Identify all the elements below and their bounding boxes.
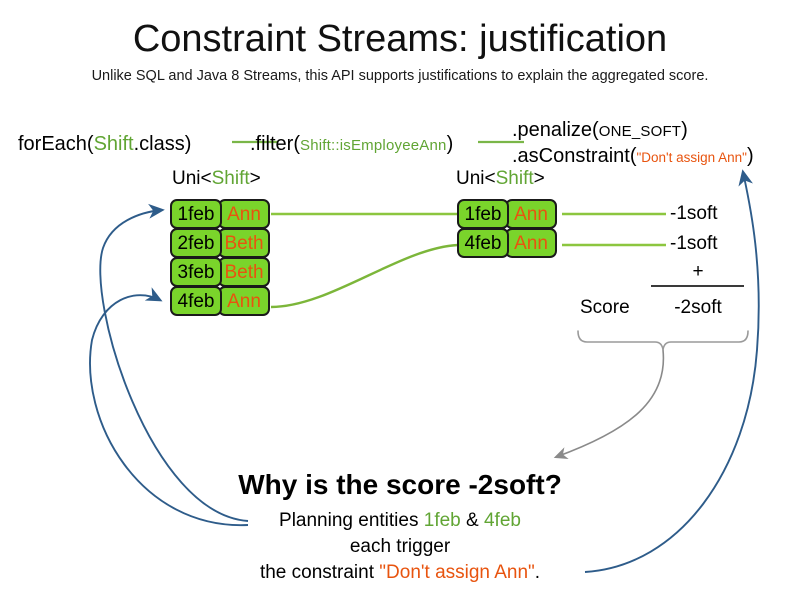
tuple-date: 4feb [170, 286, 222, 316]
explanation-constraint-name: "Don't assign Ann" [379, 562, 535, 583]
page-title: Constraint Streams: justification [132, 18, 668, 60]
table-row: 1feb Ann [170, 199, 270, 229]
table-row: 1feb Ann [457, 199, 557, 229]
filter-arg: Shift::isEmployeeAnn [300, 137, 447, 154]
tuple-date: 3feb [170, 257, 222, 287]
score-total: -2soft [674, 297, 722, 318]
table-row: 2feb Beth [170, 228, 270, 258]
right-label-type: Shift [495, 168, 534, 189]
explanation-line3-suffix: . [534, 562, 541, 583]
explanation-entity-1feb: 1feb [423, 510, 461, 531]
score-label: Score [580, 297, 630, 318]
foreach-suffix: .class) [133, 133, 192, 155]
asconstraint-call: .asConstraint( [512, 145, 637, 167]
stream-connector-4feb [270, 243, 459, 309]
explanation-line3-prefix: the constraint [259, 562, 380, 583]
asconstraint-suffix: ) [746, 145, 754, 167]
tuple-employee: Beth [218, 228, 270, 258]
foreach-call: forEach( [18, 133, 94, 155]
penalize-arg: ONE_SOFT [598, 123, 682, 140]
left-label-prefix: Uni< [172, 168, 212, 189]
tuple-employee: Ann [505, 199, 557, 229]
tuple-employee: Beth [218, 257, 270, 287]
asconstraint-arg: "Don't assign Ann" [636, 150, 747, 165]
table-row: 4feb Ann [457, 228, 557, 258]
score-brace [577, 330, 749, 351]
explanation-line1-joiner: & [460, 510, 484, 531]
tuple-date: 1feb [457, 199, 509, 229]
pipeline-step-foreach: forEach(Shift.class) [18, 131, 191, 157]
right-stream-tuples: 1feb Ann 4feb Ann [457, 199, 557, 258]
pipeline-step-filter: .filter(Shift::isEmployeeAnn) [250, 131, 453, 159]
left-label-type: Shift [211, 168, 250, 189]
impact-label-1: -1soft [670, 203, 718, 224]
pipeline-step-asconstraint: .asConstraint("Don't assign Ann") [512, 143, 754, 171]
tuple-employee: Ann [505, 228, 557, 258]
table-row: 4feb Ann [170, 286, 270, 316]
explanation-line-3: the constraint "Don't assign Ann". [0, 561, 800, 585]
sum-operator: + [692, 261, 704, 282]
table-row: 3feb Beth [170, 257, 270, 287]
impact-label-2: -1soft [670, 233, 718, 254]
tuple-employee: Ann [218, 286, 270, 316]
score-explanation-arrow [553, 349, 665, 460]
explanation-question: Why is the score -2soft? [238, 469, 562, 500]
sum-divider-rule [651, 285, 744, 287]
explanation-line-2: each trigger [349, 536, 451, 557]
left-stream-type-label: Uni<Shift> [172, 167, 261, 191]
right-stream-type-label: Uni<Shift> [456, 167, 545, 191]
right-label-prefix: Uni< [456, 168, 496, 189]
penalize-suffix: ) [681, 119, 688, 141]
page-subtitle: Unlike SQL and Java 8 Streams, this API … [91, 68, 709, 84]
explanation-entity-4feb: 4feb [483, 510, 521, 531]
tuple-employee: Ann [218, 199, 270, 229]
filter-suffix: ) [446, 133, 454, 155]
tuple-date: 2feb [170, 228, 222, 258]
tuple-date: 1feb [170, 199, 222, 229]
left-stream-tuples: 1feb Ann 2feb Beth 3feb Beth 4feb Ann [170, 199, 270, 316]
tuple-date: 4feb [457, 228, 509, 258]
left-label-suffix: > [249, 168, 261, 189]
foreach-type: Shift [93, 133, 134, 155]
penalize-call: .penalize( [512, 119, 599, 141]
pipeline-step-penalize: .penalize(ONE_SOFT) [512, 117, 688, 145]
filter-call: .filter( [250, 133, 300, 155]
right-label-suffix: > [533, 168, 545, 189]
explanation-line-1: Planning entities 1feb & 4feb [0, 509, 800, 533]
explanation-line1-prefix: Planning entities [279, 510, 424, 531]
